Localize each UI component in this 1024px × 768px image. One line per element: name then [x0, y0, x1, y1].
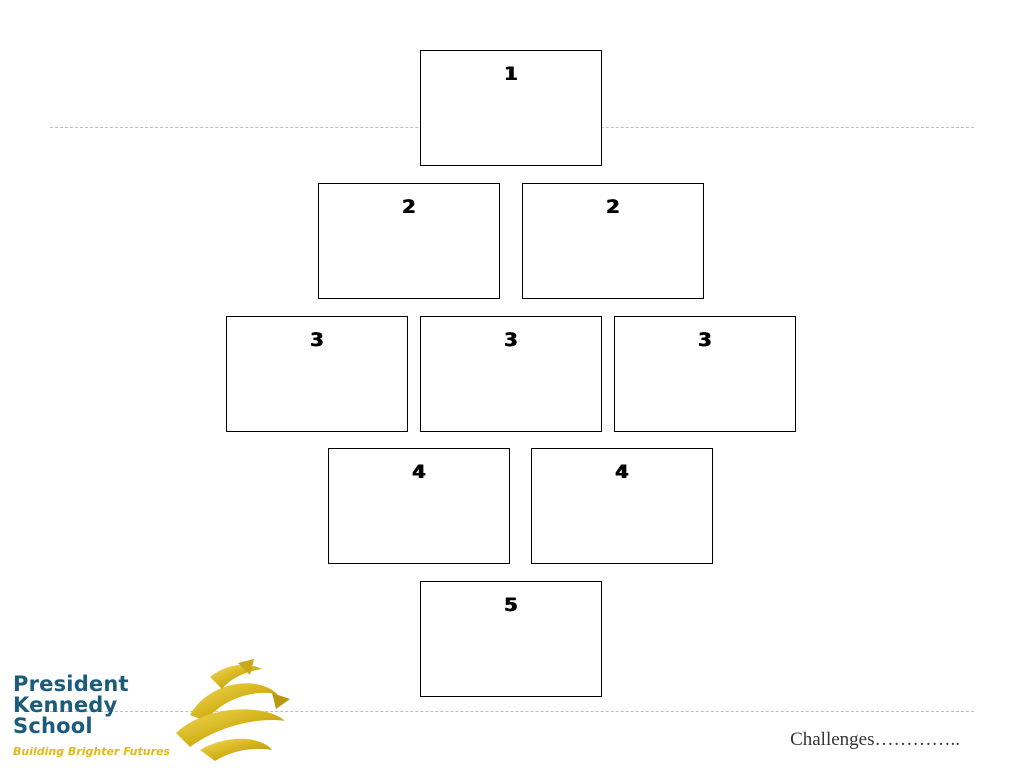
- box-number: 2: [402, 196, 416, 218]
- box-number: 5: [504, 594, 518, 616]
- box-number: 4: [615, 461, 629, 483]
- level-4-box-right: 4: [531, 448, 713, 564]
- box-number: 3: [698, 329, 712, 351]
- level-3-box-right: 3: [614, 316, 796, 432]
- slide-footer-text: Challenges…………..: [790, 729, 960, 750]
- level-5-box: 5: [420, 581, 602, 697]
- school-name: President Kennedy School: [13, 674, 129, 737]
- box-number: 3: [504, 329, 518, 351]
- box-number: 3: [310, 329, 324, 351]
- school-name-line-2: Kennedy: [13, 693, 118, 717]
- level-4-box-left: 4: [328, 448, 510, 564]
- school-name-line-3: School: [13, 714, 93, 738]
- bottom-divider: [50, 711, 974, 712]
- level-2-box-left: 2: [318, 183, 500, 299]
- level-1-box: 1: [420, 50, 602, 166]
- level-3-box-left: 3: [226, 316, 408, 432]
- school-name-line-1: President: [13, 672, 129, 696]
- level-2-box-right: 2: [522, 183, 704, 299]
- box-number: 4: [412, 461, 426, 483]
- box-number: 2: [606, 196, 620, 218]
- school-logo-ribbon-icon: [176, 659, 290, 761]
- box-number: 1: [504, 63, 518, 85]
- school-tagline: Building Brighter Futures: [13, 745, 171, 758]
- level-3-box-center: 3: [420, 316, 602, 432]
